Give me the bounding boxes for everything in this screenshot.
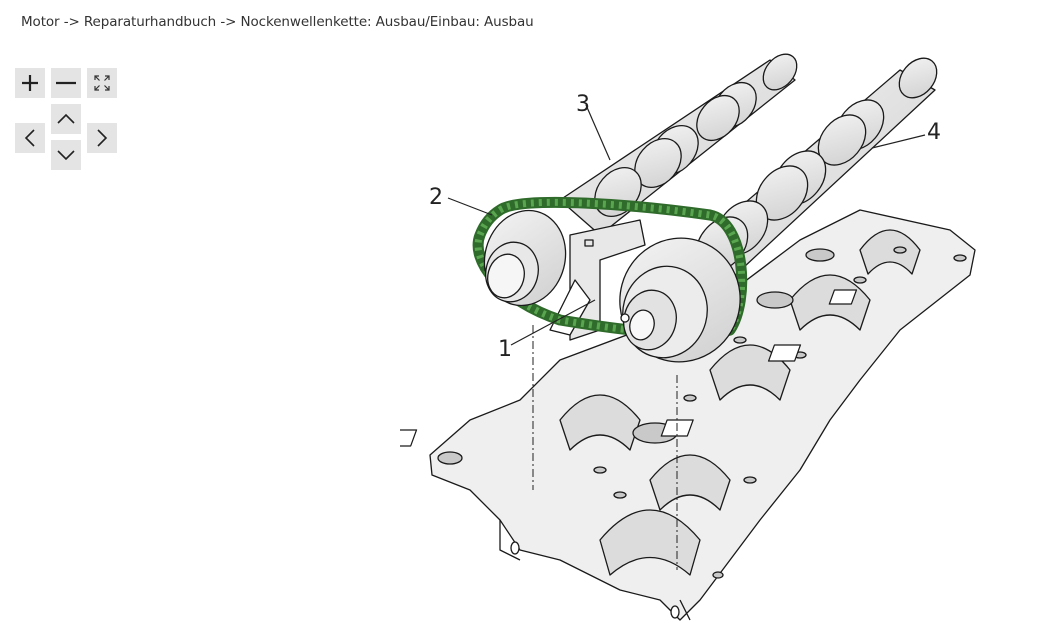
sprocket-left <box>483 209 567 307</box>
fit-to-screen-button[interactable] <box>87 68 117 98</box>
plus-icon <box>22 75 38 91</box>
chevron-up-icon <box>57 113 75 124</box>
callout-3[interactable]: 3 <box>576 92 590 117</box>
camshaft-4 <box>689 57 938 281</box>
chevron-right-icon <box>97 129 108 147</box>
expand-icon <box>94 75 110 91</box>
callout-4[interactable]: 4 <box>927 120 941 145</box>
callout-2[interactable]: 2 <box>429 185 443 210</box>
engine-diagram[interactable]: 3 2 1 4 <box>381 40 1040 634</box>
zoom-out-button[interactable] <box>51 68 81 98</box>
breadcrumb: Motor -> Reparaturhandbuch -> Nockenwell… <box>21 14 534 30</box>
cylinder-head-illustration <box>381 53 976 621</box>
pan-up-button[interactable] <box>51 104 81 134</box>
minus-icon <box>56 81 76 85</box>
zoom-in-button[interactable] <box>15 68 45 98</box>
pan-down-button[interactable] <box>51 140 81 170</box>
chevron-left-icon <box>24 129 35 147</box>
sprocket-right <box>619 237 741 363</box>
chevron-down-icon <box>57 150 75 161</box>
callout-1[interactable]: 1 <box>498 337 512 362</box>
pan-left-button[interactable] <box>15 123 45 153</box>
pan-right-button[interactable] <box>87 123 117 153</box>
